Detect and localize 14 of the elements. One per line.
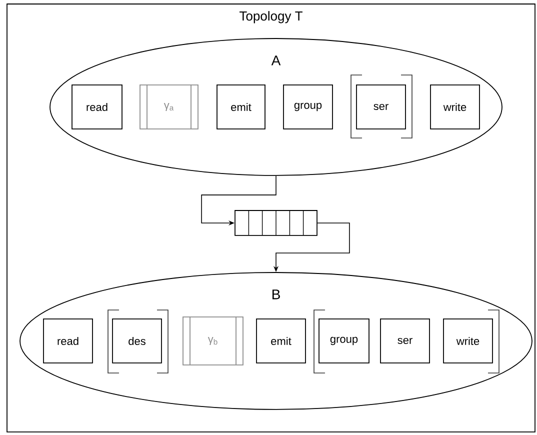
operator-box: read: [72, 84, 122, 130]
operator-box: ser: [380, 318, 430, 364]
operator-box: write: [430, 84, 480, 130]
operator-box: emit: [216, 84, 266, 130]
operator-box: γ$_{a}$: [140, 84, 198, 130]
operator-box: write: [443, 318, 493, 364]
operator-box: ser: [356, 84, 406, 130]
operator-box: des: [112, 318, 162, 364]
operator-box: γ$_{b}$: [182, 316, 244, 366]
operator-box: group: [283, 84, 333, 130]
operator-box: emit: [256, 318, 306, 364]
operator-box: read: [43, 318, 93, 364]
operator-box: group: [318, 318, 370, 364]
queue-drawing: [234, 210, 318, 236]
